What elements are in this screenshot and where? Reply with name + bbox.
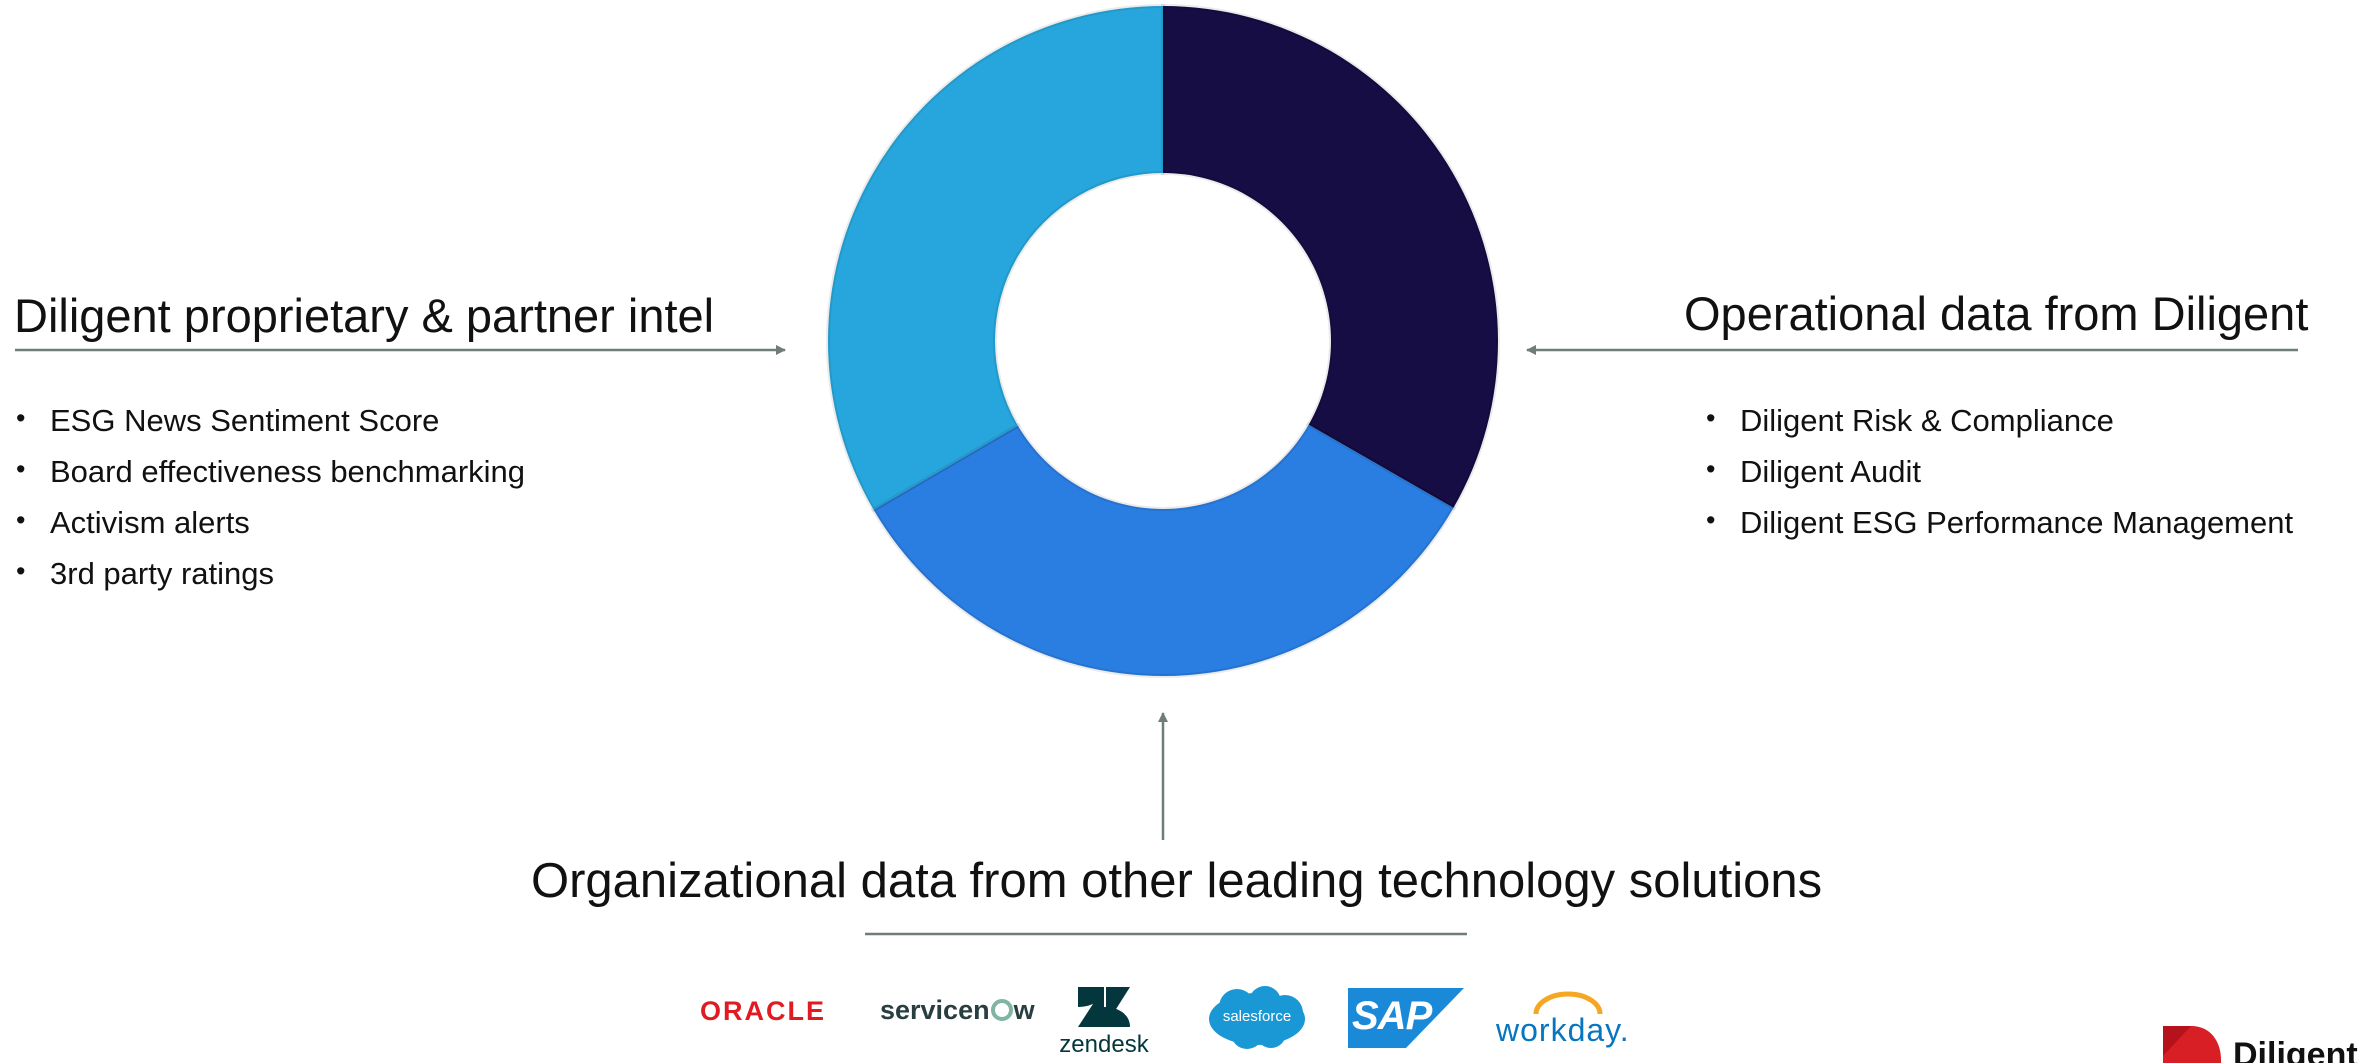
sap-shape-icon xyxy=(1348,988,1464,1048)
servicenow-o-icon xyxy=(990,999,1013,1021)
donut-segment-1 xyxy=(1161,3,1500,511)
workday-text: workday. xyxy=(1496,1012,1630,1048)
oracle-logo: ORACLE xyxy=(700,996,826,1026)
donut-segment-3 xyxy=(826,3,1165,513)
salesforce-text: salesforce xyxy=(1222,1008,1292,1025)
left-bullet-list: ESG News Sentiment Score Board effective… xyxy=(14,405,525,609)
salesforce-logo: salesforce xyxy=(1207,985,1307,1051)
bottom-heading: Organizational data from other leading t… xyxy=(531,854,1823,908)
left-bullet-item: 3rd party ratings xyxy=(14,558,525,609)
right-bullet-item: Diligent ESG Performance Management xyxy=(1704,507,2293,558)
right-bullet-item: Diligent Audit xyxy=(1704,456,2293,507)
zendesk-text: zendesk xyxy=(1059,1031,1149,1058)
diligent-text: Diligent xyxy=(2233,1036,2358,1063)
left-bullet-item: ESG News Sentiment Score xyxy=(14,405,525,456)
servicenow-logo: servicen w xyxy=(880,995,1035,1026)
sap-logo: SAP xyxy=(1348,988,1464,1048)
servicenow-text-end: w xyxy=(1013,995,1035,1025)
left-bullet-item: Activism alerts xyxy=(14,507,525,558)
sap-text: SAP xyxy=(1352,994,1432,1038)
salesforce-cloud-icon xyxy=(1209,986,1305,1049)
donut-segment-2 xyxy=(870,421,1457,678)
left-heading: Diligent proprietary & partner intel xyxy=(14,289,715,342)
donut-chart xyxy=(826,3,1500,678)
zendesk-z-icon xyxy=(1078,987,1130,1027)
zendesk-logo: zendesk xyxy=(1053,985,1155,1059)
right-bullet-list: Diligent Risk & Compliance Diligent Audi… xyxy=(1704,405,2293,558)
right-heading: Operational data from Diligent xyxy=(1684,287,2309,340)
diligent-mark-icon xyxy=(2163,1026,2221,1063)
servicenow-text: servicen xyxy=(880,995,990,1025)
diligent-logo: Diligent xyxy=(2155,1026,2358,1063)
workday-arc-icon xyxy=(1533,991,1603,1015)
right-bullet-item: Diligent Risk & Compliance xyxy=(1704,405,2293,456)
left-bullet-item: Board effectiveness benchmarking xyxy=(14,456,525,507)
workday-logo: workday. xyxy=(1496,990,1636,1050)
